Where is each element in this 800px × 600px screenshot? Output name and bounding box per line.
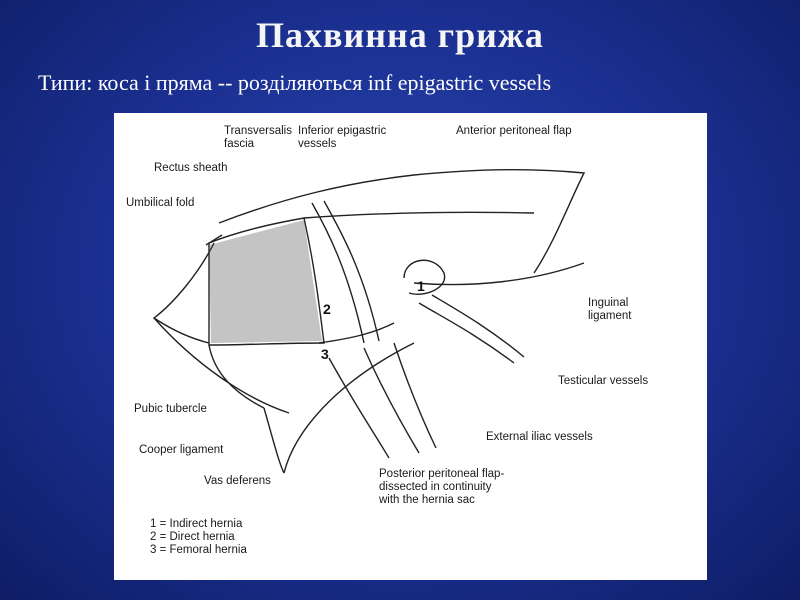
- inferior-epigastric-vessels-shape: [311, 202, 365, 344]
- label-rectus-sheath: Rectus sheath: [154, 162, 228, 174]
- region-number-femoral: 3: [321, 346, 329, 362]
- label-anterior-peritoneal-flap: Anterior peritoneal flap: [456, 125, 572, 137]
- label-transversalis-fascia: Transversalis fascia: [224, 125, 292, 150]
- legend: 1 = Indirect hernia 2 = Direct hernia 3 …: [150, 518, 247, 557]
- anterior-peritoneal-flap-shape: [218, 169, 586, 274]
- label-posterior-peritoneal-flap: Posterior peritoneal flap- dissected in …: [379, 468, 505, 506]
- slide-title: Пахвинна грижа: [256, 15, 544, 55]
- testicular-vessels-shape: [418, 302, 515, 364]
- legend-item: 1 = Indirect hernia: [150, 518, 243, 530]
- label-testicular-vessels: Testicular vessels: [558, 375, 649, 387]
- label-inguinal-ligament: Inguinal ligament: [588, 297, 632, 322]
- anatomy-drawing: [152, 169, 586, 474]
- legend-item: 2 = Direct hernia: [150, 531, 235, 543]
- vas-deferens-shape: [283, 342, 415, 474]
- label-cooper-ligament: Cooper ligament: [139, 444, 224, 456]
- inguinal-ligament-shape: [413, 262, 585, 286]
- legend-item: 3 = Femoral hernia: [150, 544, 247, 556]
- label-vas-deferens: Vas deferens: [204, 475, 271, 487]
- region-number-indirect: 1: [417, 278, 425, 294]
- label-umbilical-fold: Umbilical fold: [126, 197, 195, 209]
- region-number-direct: 2: [323, 301, 331, 317]
- label-external-iliac-vessels: External iliac vessels: [486, 431, 593, 443]
- rectus-sheath-shape: [208, 217, 325, 346]
- label-inferior-epigastric-vessels: Inferior epigastric vessels: [298, 125, 387, 150]
- external-iliac-vessels-shape: [328, 357, 390, 459]
- slide-subtitle: Типи: коса і пряма -- розділяються inf e…: [38, 70, 552, 95]
- label-pubic-tubercle: Pubic tubercle: [134, 403, 207, 415]
- deep-ring-shape: [403, 259, 446, 295]
- anatomy-figure: Transversalis fascia Inferior epigastric…: [114, 113, 707, 580]
